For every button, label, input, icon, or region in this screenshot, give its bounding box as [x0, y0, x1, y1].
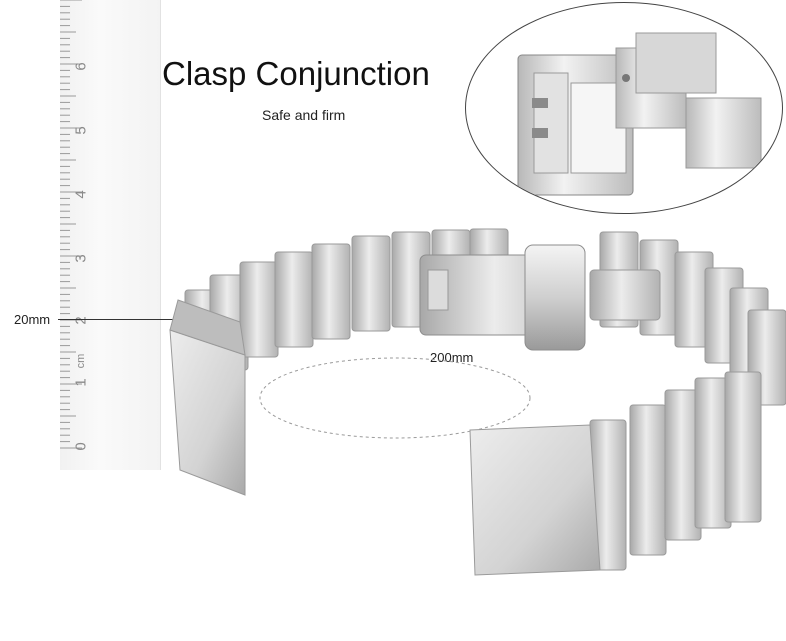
width-label: 20mm	[14, 312, 51, 327]
band-link	[351, 235, 391, 332]
length-label: 200mm	[430, 350, 474, 365]
headline: Clasp Conjunction	[162, 55, 430, 92]
band-link	[239, 261, 279, 358]
ruler-ticks	[60, 0, 82, 449]
band-links-right	[589, 371, 762, 571]
clasp-closeup-drawing	[517, 32, 762, 196]
tagline: Safe and firm	[262, 107, 346, 123]
clasp	[419, 244, 661, 351]
band-link	[274, 251, 314, 348]
clasp-closeup-inset	[465, 2, 783, 214]
band-link	[311, 243, 351, 340]
band-end-right	[469, 424, 601, 576]
band-link	[724, 371, 762, 523]
ruler	[60, 0, 161, 470]
length-loop	[259, 357, 531, 439]
band-end-left	[169, 299, 246, 496]
width-indicator-line	[58, 319, 188, 320]
band-link	[629, 404, 667, 556]
